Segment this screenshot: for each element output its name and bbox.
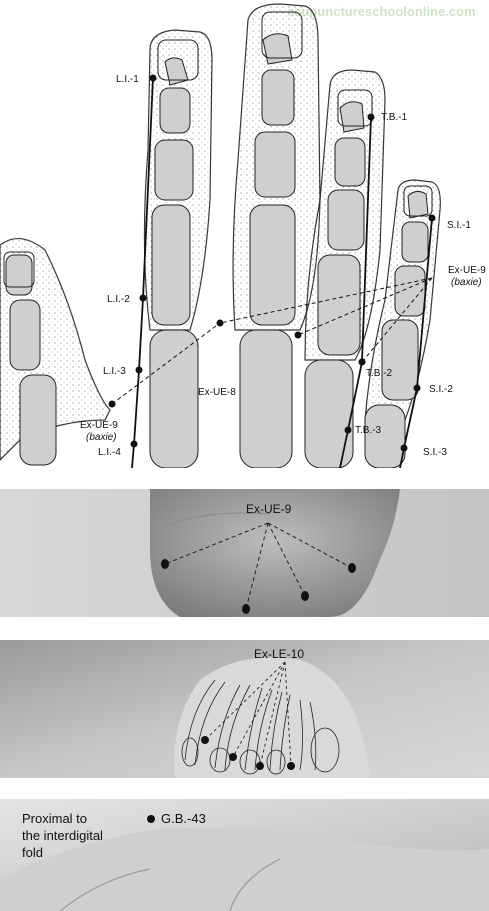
small-intestine-meridian-line xyxy=(399,217,433,468)
label-tb2: T.B.-2 xyxy=(366,368,393,379)
label-li4: L.I.-4 xyxy=(98,447,121,458)
foot-top-silhouette xyxy=(0,827,489,911)
point-li4 xyxy=(130,440,138,448)
point-si1 xyxy=(428,214,436,222)
note-line-1: Proximal to xyxy=(22,811,87,826)
label-si2: S.I.-2 xyxy=(429,384,453,395)
note-line-2: the interdigital xyxy=(22,828,103,843)
point-exue8-a xyxy=(216,319,224,327)
label-si1: S.I.-1 xyxy=(447,220,471,231)
label-baxie-right: (baxie) xyxy=(451,277,482,288)
label-li1: L.I.-1 xyxy=(116,74,139,85)
point-si3 xyxy=(400,444,408,452)
hand-photo-panel: Ex-UE-9 xyxy=(0,489,489,617)
foot-bones xyxy=(181,679,340,775)
label-baxie-left: (baxie) xyxy=(86,432,117,443)
hand-silhouette xyxy=(150,489,400,617)
label-exue9-left: Ex-UE-9 xyxy=(80,420,118,431)
label-tb1: T.B.-1 xyxy=(381,112,408,123)
fingernails xyxy=(3,11,433,288)
photo-points xyxy=(161,559,356,614)
label-exue9-right: Ex-UE-9 xyxy=(448,265,486,276)
hand-diagram-svg: acupunctureschoolonline.com xyxy=(0,3,486,468)
note-line-3: fold xyxy=(22,845,43,860)
baxie-dashed-lines xyxy=(111,277,433,405)
toe-photo-panel: Proximal to the interdigital fold G.B.-4… xyxy=(0,799,489,911)
point-li1 xyxy=(149,74,157,82)
hand-anatomy-diagram: acupunctureschoolonline.com xyxy=(0,3,487,468)
foot-photo-svg: Ex-LE-10 xyxy=(0,640,489,778)
acupoint-labels: L.I.-1 L.I.-2 L.I.-3 L.I.-4 Ex-UE-9 (bax… xyxy=(80,74,486,458)
point-li3 xyxy=(135,366,143,374)
triple-burner-meridian-line xyxy=(339,116,372,468)
point-si2 xyxy=(413,384,421,392)
label-si3: S.I.-3 xyxy=(423,447,447,458)
label-li2: L.I.-2 xyxy=(107,294,130,305)
label-li3: L.I.-3 xyxy=(103,366,126,377)
finger-bones xyxy=(5,33,429,468)
point-gb43 xyxy=(147,815,155,823)
hand-photo-svg: Ex-UE-9 xyxy=(0,489,489,617)
photo-dashed-lines xyxy=(164,522,353,610)
point-tb1 xyxy=(367,113,375,121)
label-exle10-photo: Ex-LE-10 xyxy=(254,647,304,661)
point-li2 xyxy=(139,294,147,302)
foot-points xyxy=(201,736,295,770)
toe-photo-svg: Proximal to the interdigital fold G.B.-4… xyxy=(0,799,489,911)
point-exue8-b xyxy=(294,331,302,339)
label-exue9-photo: Ex-UE-9 xyxy=(246,502,292,516)
label-gb43: G.B.-43 xyxy=(161,811,206,826)
label-exue8: Ex-UE-8 xyxy=(198,387,236,398)
acupoint-dots xyxy=(108,74,436,452)
point-exue9-left xyxy=(108,400,116,408)
point-tb3 xyxy=(344,426,352,434)
foot-dashed-lines xyxy=(204,661,292,767)
watermark-text: acupunctureschoolonline.com xyxy=(287,4,476,19)
foot-photo-panel: Ex-LE-10 xyxy=(0,640,489,778)
label-tb3: T.B.-3 xyxy=(355,425,382,436)
point-tb2 xyxy=(358,358,366,366)
foot-silhouette xyxy=(174,657,370,778)
